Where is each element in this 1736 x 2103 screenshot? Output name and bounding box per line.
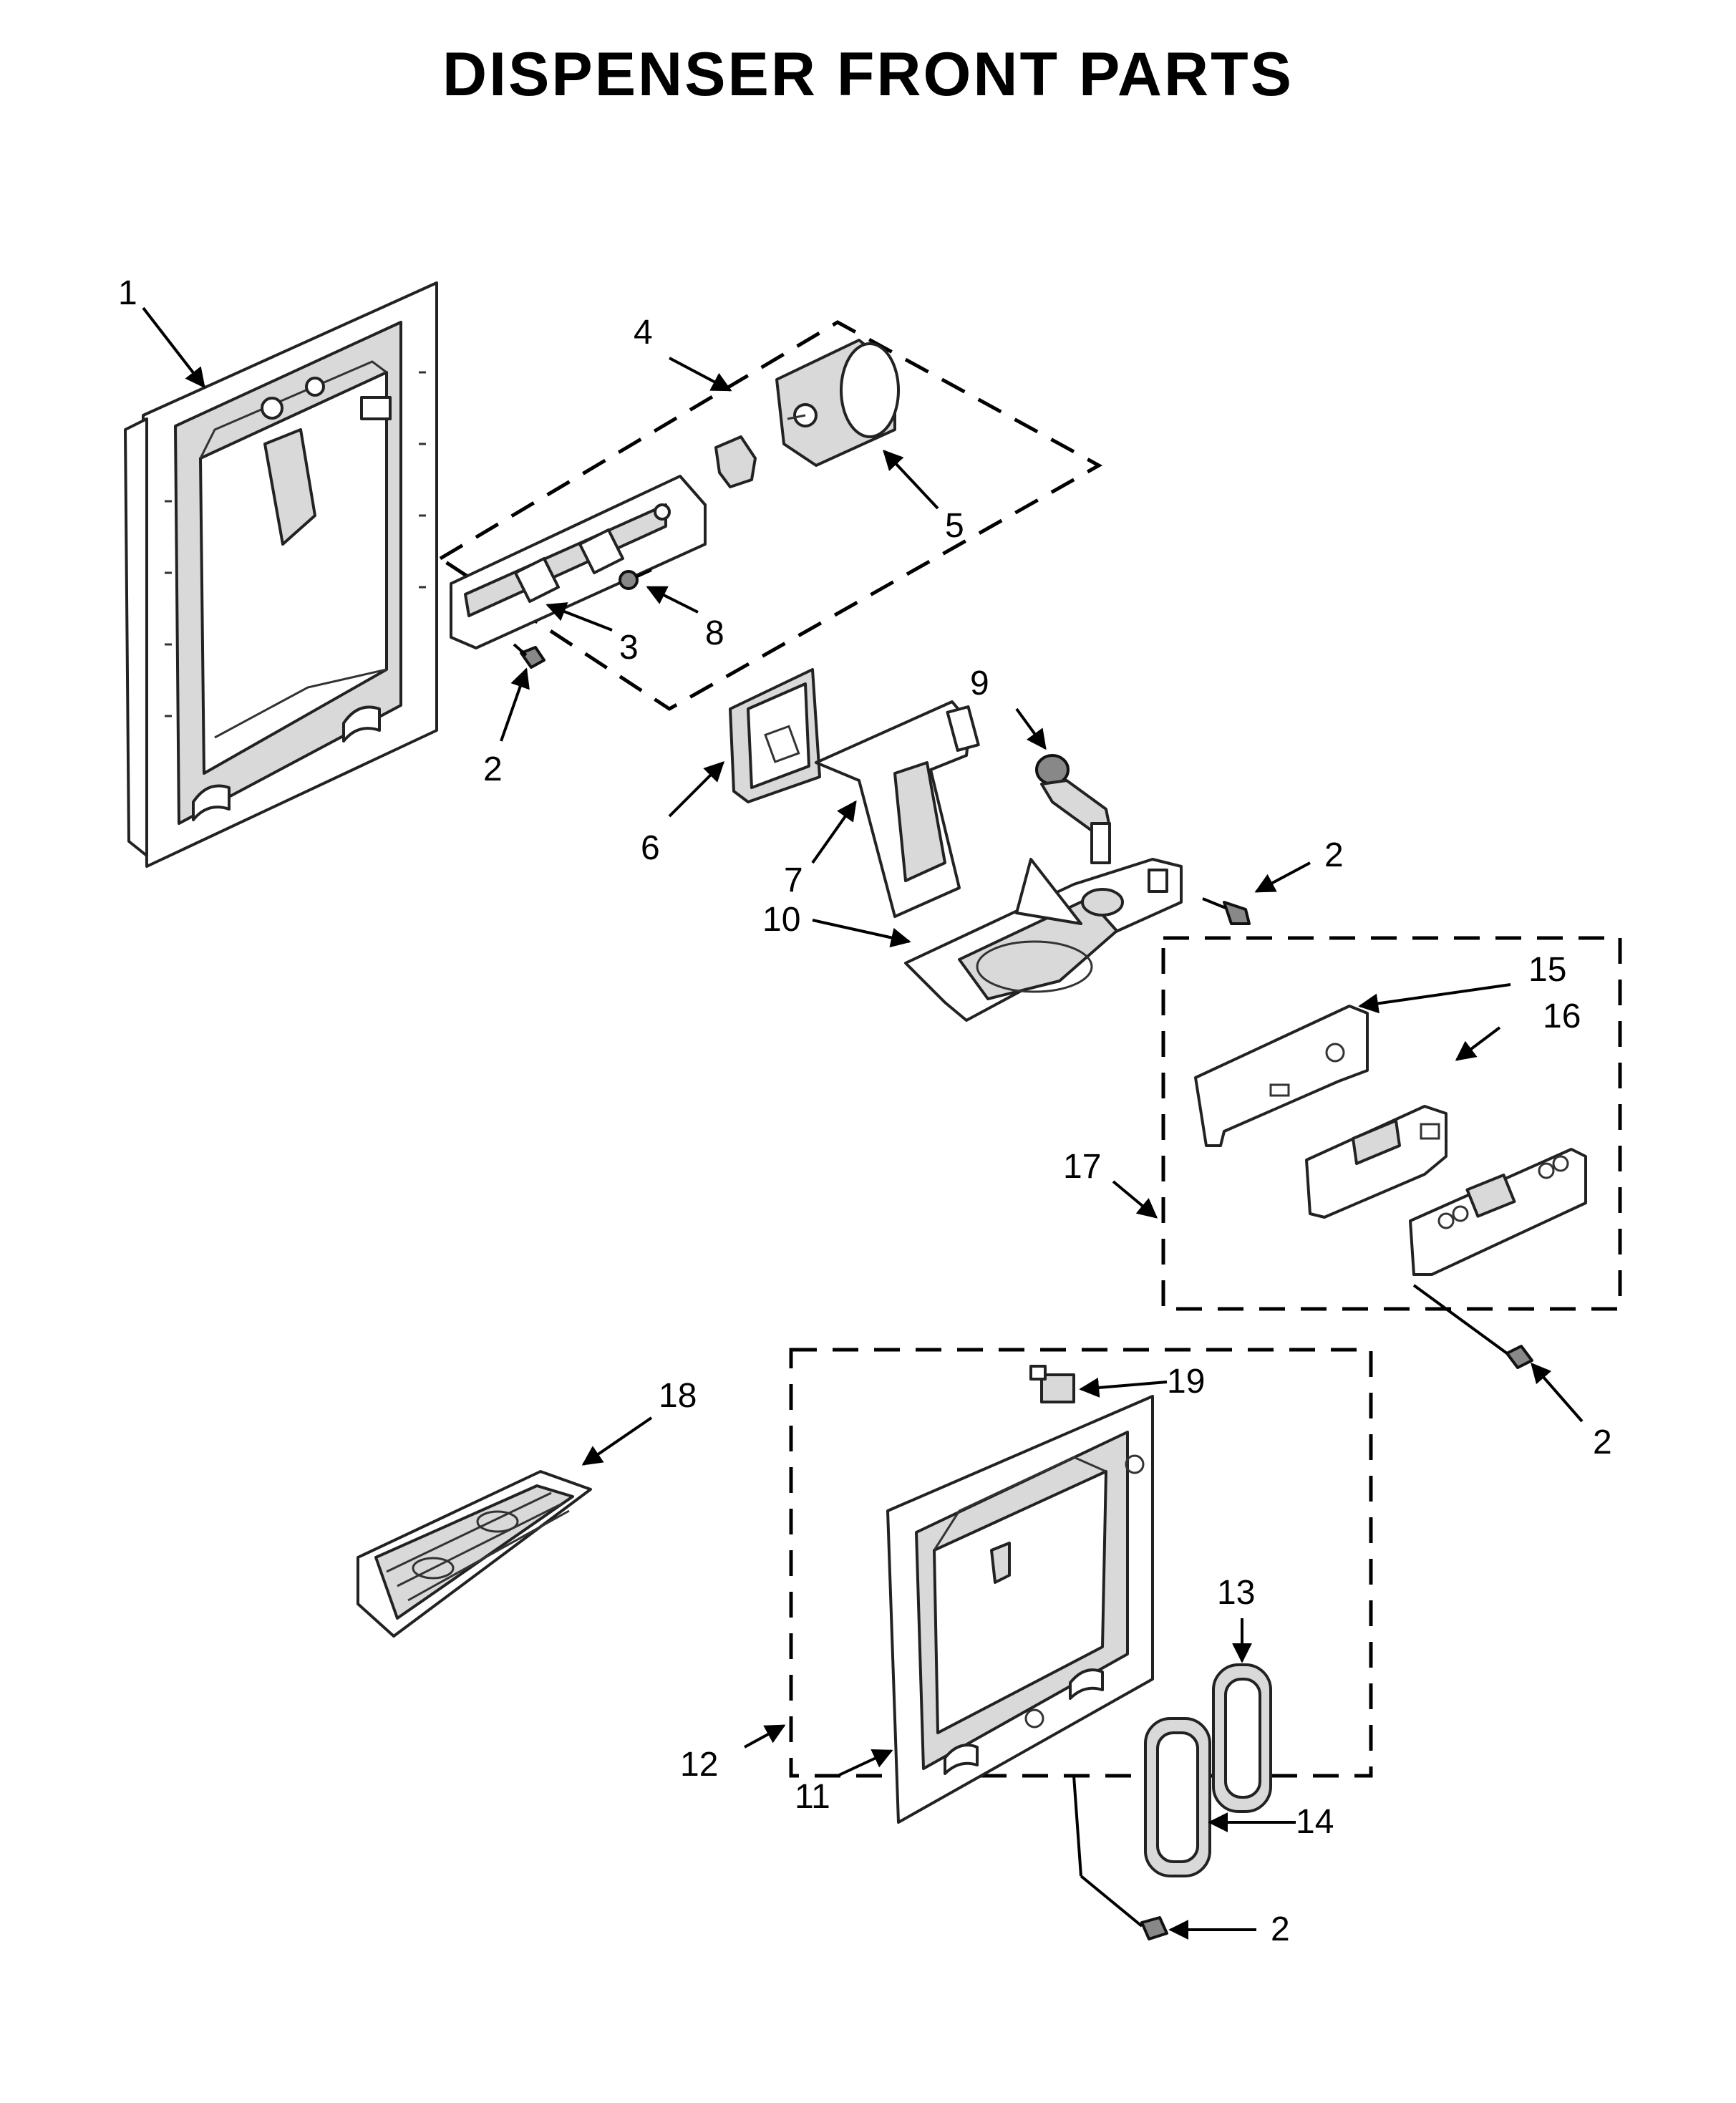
assembly-4-outline: [437, 320, 1103, 711]
callout-14: 14: [1296, 1803, 1334, 1841]
callout-3: 3: [619, 629, 639, 667]
callout-2-a: 2: [483, 750, 503, 788]
callout-2-d: 2: [1271, 1910, 1290, 1948]
part-user-interface-panel: [1409, 1148, 1587, 1276]
callout-5: 5: [945, 507, 964, 545]
part-9-water-nozzle: [1035, 754, 1111, 864]
callout-16: 16: [1543, 997, 1581, 1035]
screw-2d: [1072, 1775, 1168, 1940]
part-11-dispenser-frame: [886, 1395, 1154, 1824]
part-6-paddle: [729, 668, 821, 803]
screw-2c: [1412, 1284, 1533, 1369]
page-title: DISPENSER FRONT PARTS: [442, 40, 1294, 109]
part-cam-knob: [714, 435, 757, 488]
callout-9: 9: [970, 664, 989, 702]
callout-6: 6: [641, 829, 660, 867]
screw-2a: [513, 643, 545, 669]
callout-2-b: 2: [1324, 836, 1344, 874]
part-15-mounting-bracket: [1194, 1005, 1369, 1147]
part-19-switch: [1029, 1365, 1075, 1403]
callout-12: 12: [680, 1746, 718, 1784]
callout-8: 8: [705, 614, 724, 652]
callout-17: 17: [1063, 1148, 1101, 1186]
assembly-17-outline: [1161, 936, 1622, 1311]
callout-7: 7: [784, 861, 803, 899]
callout-labels: 1 4 5 3 8 2 6 7 9 10 2 15 16 17 2 18 19 …: [118, 274, 1612, 1948]
leader-lines: [142, 306, 1584, 1940]
part-18-drip-tray: [357, 1470, 592, 1638]
callout-15: 15: [1528, 951, 1566, 989]
part-5-motor: [775, 339, 900, 467]
part-8-screw: [619, 569, 652, 590]
callout-4: 4: [634, 314, 653, 352]
screw-2b: [1202, 897, 1251, 925]
assembly-12-outline: [789, 1348, 1373, 1778]
part-3-lever-housing: [450, 475, 707, 649]
part-14-light-lens: [1144, 1717, 1211, 1877]
callout-11: 11: [795, 1778, 830, 1816]
callout-1: 1: [118, 274, 137, 312]
part-1-dispenser-housing: [124, 281, 438, 868]
callout-10: 10: [762, 901, 800, 939]
callout-18: 18: [659, 1377, 697, 1415]
callout-13: 13: [1217, 1574, 1255, 1612]
part-16-control-board: [1305, 1105, 1448, 1219]
callout-19: 19: [1167, 1363, 1205, 1401]
part-13-light-cover: [1212, 1663, 1272, 1813]
callout-2-c: 2: [1593, 1423, 1612, 1461]
part-10-chute-funnel: [904, 858, 1183, 1022]
part-7-actuator-arm: [815, 700, 980, 918]
